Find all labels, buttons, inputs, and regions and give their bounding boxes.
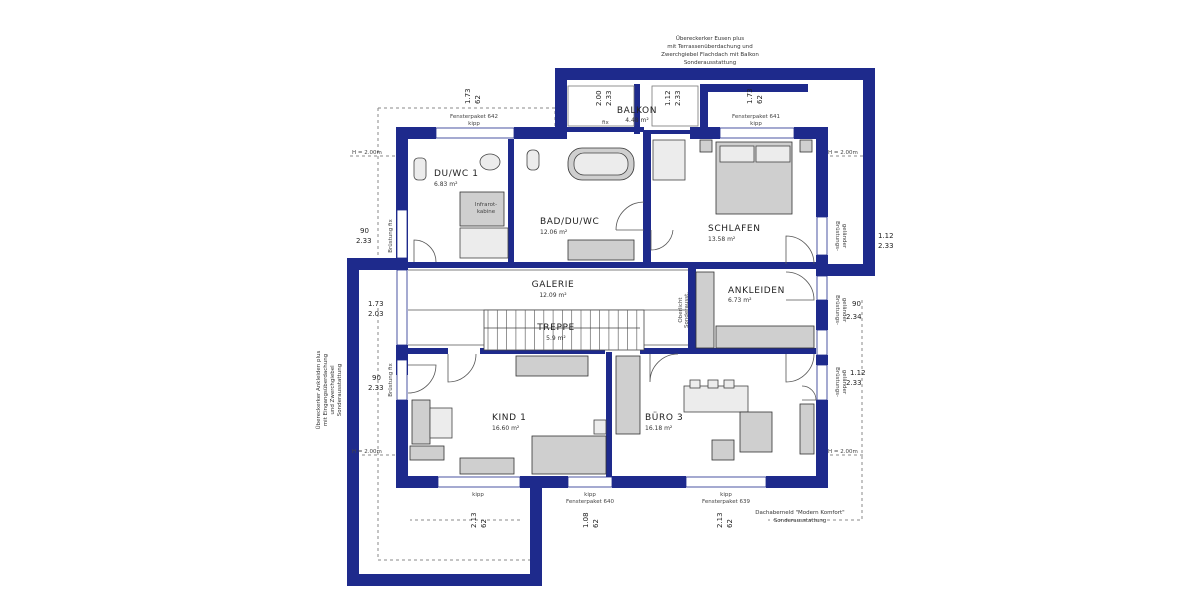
dim-left-90: 90 <box>360 227 369 235</box>
h200-label-4: H = 2.00m <box>828 449 858 455</box>
room-ankleiden-name: ANKLEIDEN <box>728 286 785 296</box>
room-galerie-area: 12.09 m² <box>539 292 567 299</box>
balkon-note-line-4: Sonderausstattung <box>684 60 736 66</box>
room-bad-area: 12.06 m² <box>540 229 568 236</box>
staircase <box>483 309 645 351</box>
window-labels: Fensterpaket 642 kipp Fensterpaket 641 k… <box>388 114 847 505</box>
room-schlafen-area: 13.58 m² <box>708 236 736 243</box>
room-buero-name: BÜRO 3 <box>645 412 683 423</box>
sonder-label: Sonderausst. <box>684 292 690 328</box>
bottom-right-note: Dachaberneld "Modern Komfort" Sonderauss… <box>755 510 844 524</box>
balkon-note-line-1: Übereckerker Eusen plus <box>676 35 744 42</box>
left-note-line-2: mit Eingangsüberdachung <box>323 354 329 426</box>
kipp-label-1: kipp <box>468 121 480 127</box>
exterior-walls <box>347 68 875 586</box>
h200-label-1: H = 2.00m <box>352 150 382 156</box>
fix-label: fix <box>602 120 609 126</box>
dim-buero-233: 2.33 <box>846 379 862 387</box>
gelaender-label-3: geländer <box>841 370 847 395</box>
room-ankleiden-area: 6.73 m² <box>728 297 752 304</box>
bottom-note-line-2: Sonderausstattung <box>774 518 826 524</box>
fp641-label: Fensterpaket 641 <box>732 114 780 120</box>
dim-bot-213b: 2.13 <box>716 512 724 528</box>
furniture <box>409 139 815 475</box>
room-kind-name: KIND 1 <box>492 413 526 423</box>
dim-top-62-b: 62 <box>756 95 764 104</box>
dim-balk-200: 2.00 <box>595 90 603 106</box>
h200-label-2: H = 2.00m <box>828 150 858 156</box>
bottom-note-line-1: Dachaberneld "Modern Komfort" <box>755 510 844 516</box>
bruestung-fix-label-1: Brüstung fix <box>388 219 394 253</box>
dim-buero-112: 1.12 <box>850 369 866 377</box>
dim-right-234: 2.34 <box>846 313 862 321</box>
room-duwc-name: DU/WC 1 <box>434 169 479 179</box>
fp642-label: Fensterpaket 642 <box>450 114 498 120</box>
kipp-label-3: kipp <box>472 492 484 498</box>
balkon-note: Übereckerker Eusen plus mit Terrassenübe… <box>661 35 759 66</box>
dim-bot-62-b: 62 <box>592 519 600 528</box>
room-duwc-area: 6.83 m² <box>434 181 458 188</box>
room-treppe-name: TREPPE <box>536 323 575 333</box>
dim-balk-233b: 2.33 <box>674 90 682 106</box>
infrarot-label-1: Infrarot- <box>475 202 497 208</box>
interior-walls <box>408 127 818 477</box>
balkon-note-line-3: Zwerchgiebel Flachdach mit Balkon <box>661 52 759 58</box>
dim-kind-90: 90 <box>372 374 381 382</box>
balkon-note-line-2: mit Terrassenüberdachung und <box>667 44 753 50</box>
h200-label-3: H = 2.00m <box>352 449 382 455</box>
infrarot-label-2: kabine <box>477 209 496 215</box>
room-balkon-area: 4.48 m² <box>625 117 649 124</box>
dim-gal-203: 2.03 <box>368 310 384 318</box>
left-note-line-1: Übereckerker Ankleiden plus <box>315 350 322 429</box>
room-balkon-name: BALKON <box>617 106 657 116</box>
dim-right-90: 90 <box>852 300 861 308</box>
dim-balk-112: 1.12 <box>664 90 672 106</box>
dim-bot-213: 2.13 <box>470 512 478 528</box>
dim-top-62-a: 62 <box>474 95 482 104</box>
fp640-label: Fensterpaket 640 <box>566 499 615 505</box>
kipp-label-5: kipp <box>720 492 732 498</box>
dim-bot-108: 1.08 <box>582 512 590 528</box>
dim-left-233: 2.33 <box>356 237 372 245</box>
gelaender-label-1: geländer <box>841 224 847 249</box>
dim-kind-233: 2.33 <box>368 384 384 392</box>
left-note-line-4: Sonderausstattung <box>337 364 343 416</box>
left-note-line-3: und Zwerchgiebel <box>330 365 336 415</box>
dim-balk-233: 2.33 <box>605 90 613 106</box>
bruestung-label-1: Brüstungs- <box>834 221 840 251</box>
room-galerie-name: GALERIE <box>532 280 575 290</box>
room-treppe-area: 5.9 m² <box>546 335 566 342</box>
bruestung-label-2: Brüstungs- <box>834 295 840 325</box>
room-kind-area: 16.60 m² <box>492 425 520 432</box>
doors <box>407 201 817 401</box>
room-buero-area: 16.18 m² <box>645 425 673 432</box>
bruestung-fix-label-2: Brüstung fix <box>388 363 394 397</box>
kipp-label-4: kipp <box>584 492 596 498</box>
dim-right-112: 1.12 <box>878 232 894 240</box>
dim-top-173-b: 1.73 <box>746 88 754 104</box>
bruestung-label-3: Brüstungs- <box>834 367 840 397</box>
dimension-labels: 1.73 62 1.73 62 2.00 2.33 1.12 2.33 H = … <box>352 88 894 528</box>
room-labels: BALKON 4.48 m² DU/WC 1 6.83 m² BAD/DU/WC… <box>434 106 785 432</box>
dim-bot-62-c: 62 <box>726 519 734 528</box>
gelaender-label-2: geländer <box>841 298 847 323</box>
dim-top-173-a: 1.73 <box>464 88 472 104</box>
windows <box>396 85 828 488</box>
dim-right-233a: 2.33 <box>878 242 894 250</box>
oberlicht-label: Oberlicht <box>678 297 684 323</box>
left-side-note: Übereckerker Ankleiden plus mit Eingangs… <box>315 350 343 429</box>
fp639-label: Fensterpaket 639 <box>702 499 751 505</box>
room-bad-name: BAD/DU/WC <box>540 217 599 227</box>
room-schlafen-name: SCHLAFEN <box>708 224 761 234</box>
kipp-label-2: kipp <box>750 121 762 127</box>
dim-bot-62-a: 62 <box>480 519 488 528</box>
dim-gal-173: 1.73 <box>368 300 384 308</box>
